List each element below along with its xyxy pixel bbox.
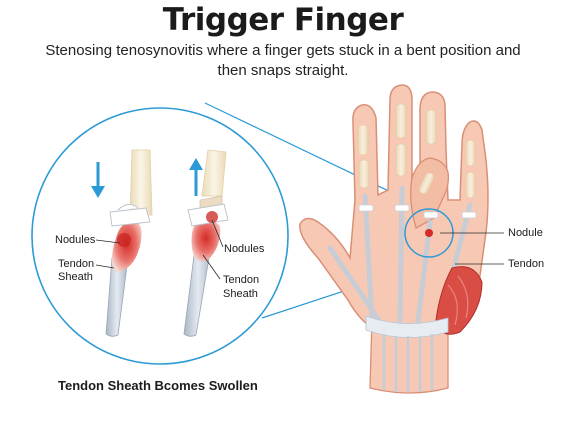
left-nodules-pointer-line xyxy=(95,239,121,244)
page-title: Trigger Finger xyxy=(162,2,404,38)
left-sheath-pointer-line xyxy=(95,264,115,269)
right-tendon-sheath-label-line2: Sheath xyxy=(223,288,258,300)
left-tendon-sheath-label-line2: Sheath xyxy=(58,271,93,283)
right-sheath-pointer-line xyxy=(202,254,221,280)
hand-illustration xyxy=(299,84,489,394)
page-subtitle: Stenosing tenosynovitis where a finger g… xyxy=(45,42,521,79)
left-finger-detail xyxy=(105,149,153,337)
right-nodules-pointer-line xyxy=(211,219,224,248)
hand-tendon-label: Tendon xyxy=(508,258,545,270)
left-tendon-sheath-label-line1: Tendon xyxy=(58,258,95,270)
caption: Tendon Sheath Bcomes Swollen xyxy=(58,378,258,393)
hand-nodule-label: Nodule xyxy=(508,227,543,239)
right-tendon-sheath-label-line1: Tendon xyxy=(223,274,260,286)
arrow-up-icon xyxy=(189,158,203,196)
arrow-down-icon xyxy=(91,162,105,198)
right-finger-detail xyxy=(183,149,229,337)
right-nodules-label: Nodules xyxy=(224,243,265,255)
left-nodules-label: Nodules xyxy=(55,234,96,246)
